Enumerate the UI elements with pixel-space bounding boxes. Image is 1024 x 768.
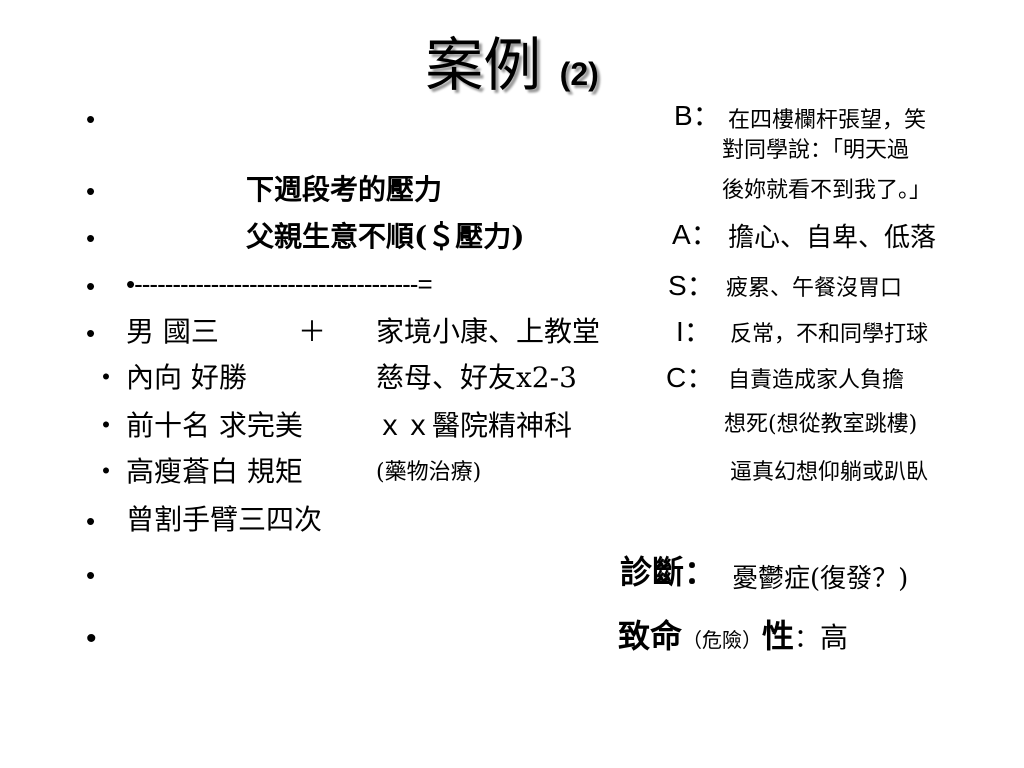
basic-i-letter: I： <box>676 316 712 347</box>
basic-c-letter: C： <box>666 362 715 393</box>
page-title: 案例 (2) <box>0 36 1024 94</box>
bullet-6: • <box>86 506 96 536</box>
lethality-value: 高 <box>820 621 849 654</box>
stress-exam: 下週段考的壓力 <box>246 173 443 206</box>
basic-c-line3: 逼真幻想仰躺或趴臥 <box>730 460 929 485</box>
profile-gender-grade: 男 國三 <box>126 315 219 348</box>
lethality-colon: ： <box>794 624 821 654</box>
profile-appearance: 高瘦蒼白 規矩 <box>126 455 303 488</box>
lethality-label-2: 性 <box>762 617 795 655</box>
hospital-department: ｘｘ醫院精神科 <box>376 409 573 442</box>
diagnosis-value: 憂鬱症(復發？) <box>732 564 909 594</box>
bullet-2: • <box>86 176 96 206</box>
profile-academic: 前十名 求完美 <box>126 409 303 442</box>
basic-b-letter: B： <box>674 100 721 131</box>
basic-s-letter: S： <box>668 270 715 301</box>
bullet-3: • <box>86 223 96 253</box>
basic-b-line1: 在四樓欄杆張望，笑 <box>728 108 927 133</box>
basic-c-text: 自責造成家人負擔 <box>728 368 905 393</box>
arrow-line: •-------------------------------------= <box>126 269 433 299</box>
lethality-line: 致命（危險）性：高 <box>618 620 848 652</box>
sub-bullet-2: ・ <box>92 409 121 442</box>
bullet-4: • <box>86 271 96 301</box>
bullet-7: • <box>86 560 96 590</box>
support-network: 慈母、好友x2-3 <box>376 361 577 394</box>
bullet-1: • <box>86 104 96 134</box>
bullet-8: • <box>86 622 97 655</box>
family-status: 家境小康、上教堂 <box>376 315 601 348</box>
plus-sign: ＋ <box>298 315 327 348</box>
bullet-5: • <box>86 318 96 348</box>
lethality-label-1: 致命 <box>618 617 683 655</box>
basic-a-text: 擔心、自卑、低落 <box>728 223 937 253</box>
profile-personality: 內向 好勝 <box>126 361 247 394</box>
self-harm-history: 曾割手臂三四次 <box>126 503 323 536</box>
medication-note: (藥物治療) <box>376 460 482 485</box>
sub-bullet-3: ・ <box>92 455 121 488</box>
basic-b-line2: 對同學說：「明天過 <box>722 138 910 163</box>
diagnosis-label: 診斷： <box>620 553 717 591</box>
sub-bullet-1: ・ <box>92 361 121 394</box>
stress-father: 父親生意不順(＄壓力) <box>246 220 525 253</box>
basic-b-line3: 後妳就看不到我了。」 <box>722 178 932 203</box>
basic-c-line2: 想死(想從教室跳樓) <box>724 412 918 437</box>
basic-i-text: 反常，不和同學打球 <box>730 322 929 347</box>
basic-s-text: 疲累、午餐沒胃口 <box>726 276 903 301</box>
lethality-paren: （危險） <box>682 628 763 652</box>
title-number: (2) <box>559 56 599 92</box>
title-main: 案例 <box>425 31 542 99</box>
basic-a-letter: A： <box>672 219 719 250</box>
